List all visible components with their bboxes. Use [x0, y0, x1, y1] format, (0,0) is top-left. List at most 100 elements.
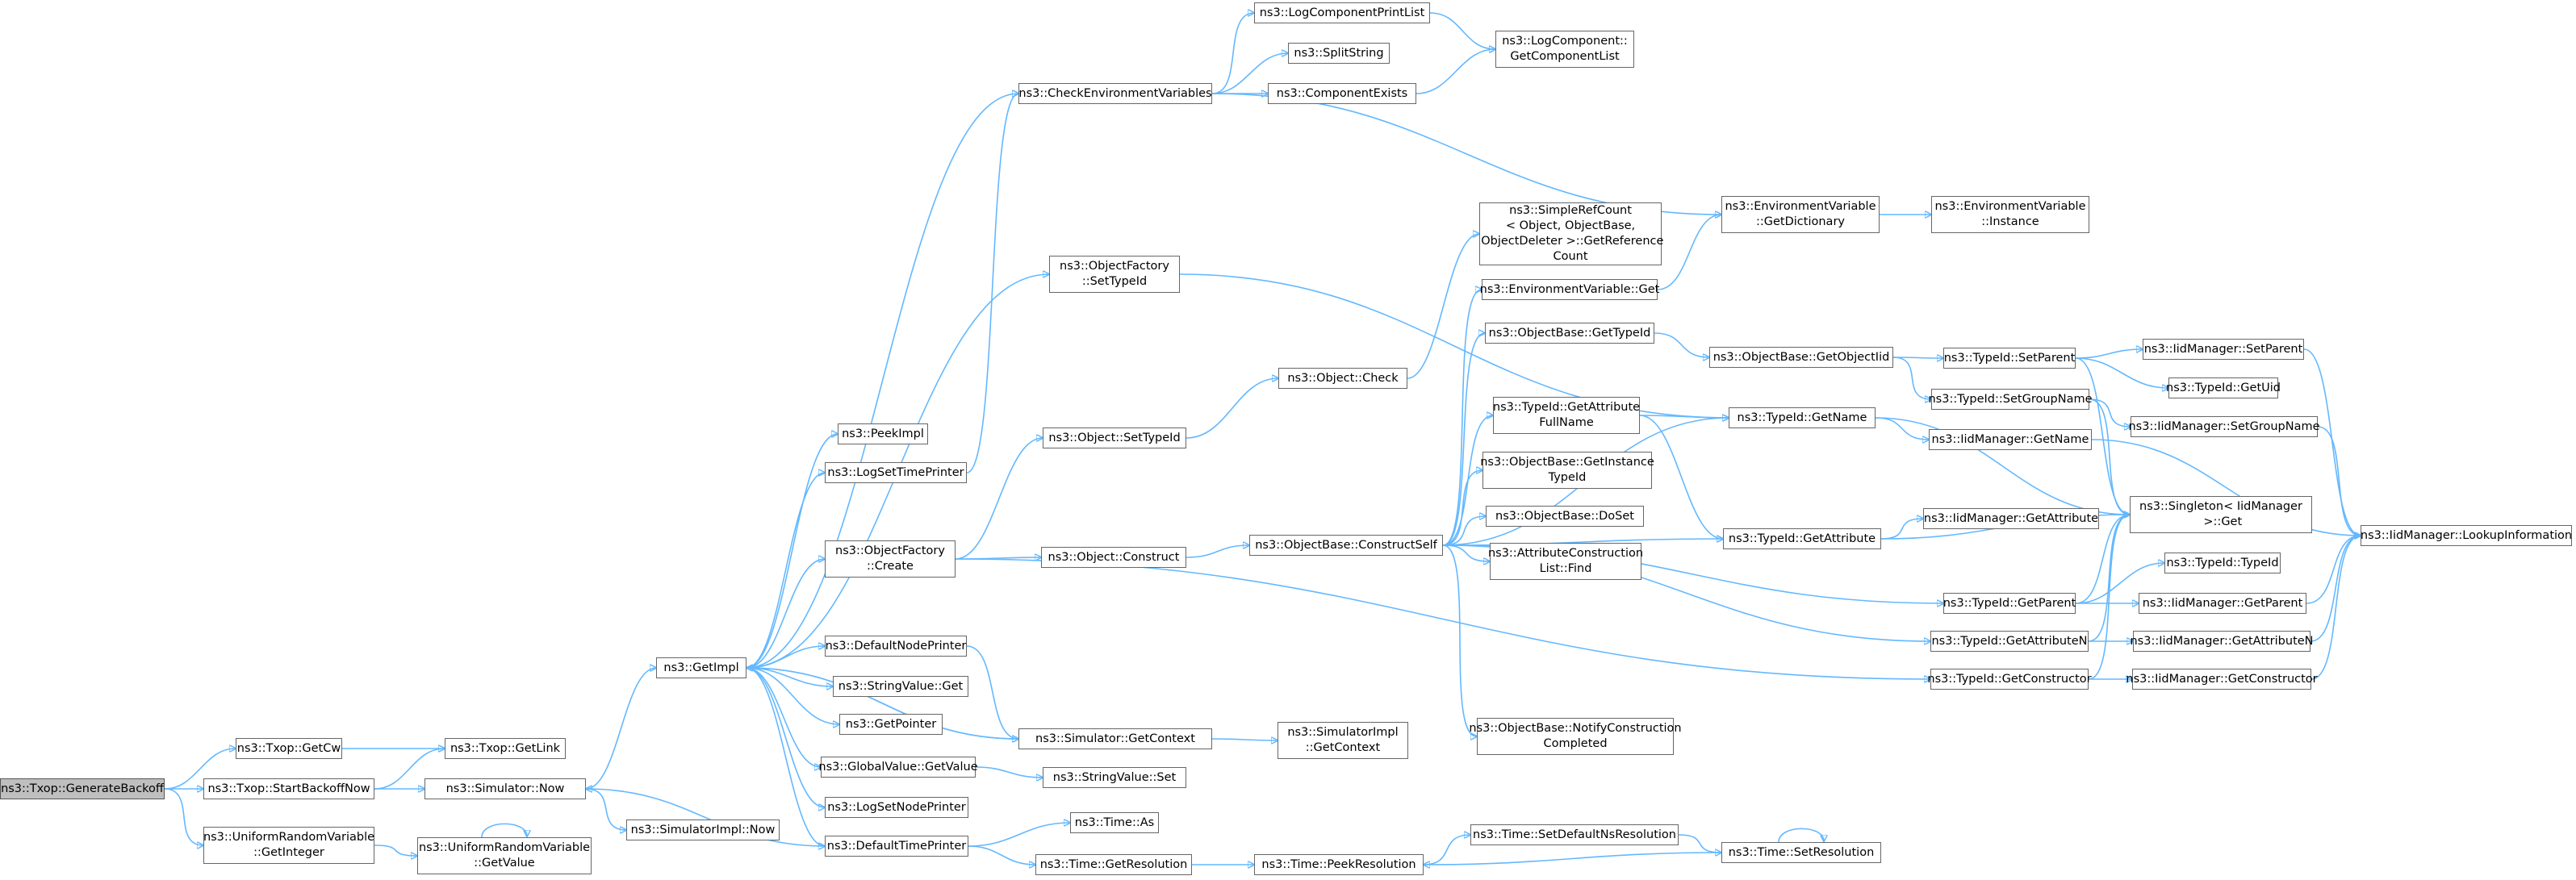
node-objectbase-do-set[interactable]: ns3::ObjectBase::DoSet: [1486, 506, 1644, 527]
node-iid-get-constructor[interactable]: ns3::IidManager::GetConstructor: [2126, 669, 2318, 690]
node-type-id-set-parent[interactable]: ns3::TypeId::SetParent: [1943, 348, 2076, 369]
node-simulatorimpl-now[interactable]: ns3::SimulatorImpl::Now: [626, 820, 780, 840]
node-default-node-printer[interactable]: ns3::DefaultNodePrinter: [825, 636, 967, 657]
node-type-id-get-name[interactable]: ns3::TypeId::GetName: [1729, 407, 1876, 428]
edge-log-component-print-list-to-log-component-get-list: [1429, 12, 1495, 49]
edge-objectbase-get-object-iid-to-type-id-set-group-name: [1892, 357, 1931, 399]
node-log-set-time-printer[interactable]: ns3::LogSetTimePrinter: [825, 462, 967, 483]
node-type-id-type-id[interactable]: ns3::TypeId::TypeId: [2164, 553, 2281, 573]
edge-construct-self-to-attribute-construction-list-find: [1442, 544, 1490, 561]
edge-generate-backoff-to-urv-get-integer: [164, 788, 203, 845]
node-object-check[interactable]: ns3::Object::Check: [1278, 368, 1407, 389]
node-type-id-get-constructor[interactable]: ns3::TypeId::GetConstructor: [1927, 669, 2092, 690]
node-simulator-get-context[interactable]: ns3::Simulator::GetContext: [1018, 728, 1212, 749]
node-iid-get-attribute[interactable]: ns3::IidManager::GetAttribute: [1923, 508, 2099, 529]
node-type-id-get-parent[interactable]: ns3::TypeId::GetParent: [1943, 593, 2076, 614]
node-global-value-get-value[interactable]: ns3::GlobalValue::GetValue: [818, 757, 978, 778]
edge-get-impl-to-log-set-node-printer: [746, 667, 825, 807]
node-time-set-default-ns-resolution[interactable]: ns3::Time::SetDefaultNsResolution: [1470, 824, 1679, 845]
node-simulatorimpl-get-context[interactable]: ns3::SimulatorImpl ::GetContext: [1278, 722, 1408, 759]
edge-simulator-now-to-get-impl: [585, 668, 656, 790]
node-env-var-get[interactable]: ns3::EnvironmentVariable::Get: [1480, 279, 1659, 300]
edge-time-peek-resolution-to-time-set-default-ns-resolution: [1423, 835, 1470, 865]
node-log-set-node-printer[interactable]: ns3::LogSetNodePrinter: [825, 797, 968, 818]
node-time-get-resolution[interactable]: ns3::Time::GetResolution: [1035, 854, 1192, 875]
edge-type-id-get-attribute-full-name-to-type-id-get-attribute: [1639, 415, 1723, 539]
node-type-id-get-attribute-full-name[interactable]: ns3::TypeId::GetAttribute FullName: [1493, 397, 1640, 434]
node-attribute-construction-list-find[interactable]: ns3::AttributeConstruction List::Find: [1488, 543, 1643, 580]
node-type-id-get-attribute[interactable]: ns3::TypeId::GetAttribute: [1723, 528, 1881, 549]
node-iid-set-parent[interactable]: ns3::IidManager::SetParent: [2143, 339, 2304, 360]
node-notify-construction-completed[interactable]: ns3::ObjectBase::NotifyConstruction Comp…: [1469, 718, 1682, 755]
node-urv-get-value[interactable]: ns3::UniformRandomVariable ::GetValue: [417, 837, 592, 874]
edge-object-factory-create-to-object-set-type-id: [955, 438, 1043, 560]
edge-iid-set-parent-to-iid-lookup-information: [2303, 348, 2361, 536]
node-iid-get-attribute-n[interactable]: ns3::IidManager::GetAttributeN: [2130, 631, 2314, 652]
node-singleton-get[interactable]: ns3::Singleton< IidManager >::Get: [2130, 496, 2312, 533]
node-object-set-type-id[interactable]: ns3::Object::SetTypeId: [1043, 427, 1186, 448]
node-env-var-instance[interactable]: ns3::EnvironmentVariable ::Instance: [1931, 196, 2089, 233]
node-iid-set-group-name[interactable]: ns3::IidManager::SetGroupName: [2128, 416, 2320, 437]
edge-iid-get-name-to-iid-lookup-information: [2091, 439, 2361, 536]
edge-get-impl-to-global-value-get-value: [746, 667, 821, 767]
node-simulator-now[interactable]: ns3::Simulator::Now: [424, 778, 586, 799]
edge-type-id-set-group-name-to-singleton-get: [2089, 398, 2130, 515]
node-string-value-set[interactable]: ns3::StringValue::Set: [1043, 767, 1186, 788]
node-start-backoff-now[interactable]: ns3::Txop::StartBackoffNow: [203, 778, 374, 799]
node-object-factory-set-type-id[interactable]: ns3::ObjectFactory ::SetTypeId: [1049, 256, 1180, 293]
edge-time-set-resolution-to-time-peek-resolution: [1424, 852, 1722, 865]
edge-object-check-to-simple-ref-count: [1407, 234, 1479, 379]
node-get-link[interactable]: ns3::Txop::GetLink: [445, 738, 566, 759]
node-string-value-get[interactable]: ns3::StringValue::Get: [833, 676, 968, 697]
node-iid-get-name[interactable]: ns3::IidManager::GetName: [1929, 429, 2092, 450]
edge-start-backoff-now-to-get-link: [374, 749, 445, 790]
edge-type-id-get-constructor-to-singleton-get: [2088, 515, 2130, 680]
edge-type-id-get-attribute-n-to-singleton-get: [2088, 515, 2130, 642]
edge-default-node-printer-to-simulator-get-context: [966, 645, 1018, 739]
node-objectbase-get-type-id[interactable]: ns3::ObjectBase::GetTypeId: [1485, 323, 1654, 344]
node-iid-get-parent[interactable]: ns3::IidManager::GetParent: [2139, 593, 2306, 614]
node-urv-get-integer[interactable]: ns3::UniformRandomVariable ::GetInteger: [203, 827, 374, 864]
node-construct-self[interactable]: ns3::ObjectBase::ConstructSelf: [1249, 535, 1443, 556]
node-split-string[interactable]: ns3::SplitString: [1288, 43, 1390, 64]
edge-log-set-time-printer-to-check-env-vars: [966, 94, 1018, 473]
node-iid-lookup-information[interactable]: ns3::IidManager::LookupInformation: [2361, 525, 2572, 546]
node-objectbase-get-object-iid[interactable]: ns3::ObjectBase::GetObjectIid: [1709, 347, 1893, 368]
edge-global-value-get-value-to-string-value-set: [975, 766, 1043, 778]
edge-simulator-get-context-to-get-impl: [746, 668, 1019, 740]
edge-object-factory-create-to-type-id-get-constructor: [955, 558, 1930, 679]
node-time-set-resolution[interactable]: ns3::Time::SetResolution: [1721, 842, 1881, 863]
node-simple-ref-count[interactable]: ns3::SimpleRefCount < Object, ObjectBase…: [1479, 202, 1663, 265]
edge-urv-get-value-to-urv-get-value: [481, 823, 527, 838]
node-type-id-get-uid[interactable]: ns3::TypeId::GetUid: [2166, 377, 2281, 398]
edge-get-impl-to-get-pointer: [746, 667, 839, 724]
node-time-peek-resolution[interactable]: ns3::Time::PeekResolution: [1254, 854, 1424, 875]
node-peek-impl[interactable]: ns3::PeekImpl: [838, 423, 928, 444]
node-log-component-get-list[interactable]: ns3::LogComponent:: GetComponentList: [1495, 31, 1634, 68]
node-get-cw[interactable]: ns3::Txop::GetCw: [236, 738, 342, 759]
edge-component-exists-to-log-component-get-list: [1416, 49, 1495, 94]
edge-iid-set-group-name-to-iid-lookup-information: [2317, 426, 2361, 536]
node-env-var-get-dictionary[interactable]: ns3::EnvironmentVariable ::GetDictionary: [1721, 196, 1880, 233]
node-get-impl[interactable]: ns3::GetImpl: [656, 657, 746, 678]
node-get-pointer[interactable]: ns3::GetPointer: [839, 714, 943, 735]
node-log-component-print-list[interactable]: ns3::LogComponentPrintList: [1254, 2, 1430, 23]
edge-default-time-printer-to-simulator-now: [586, 789, 826, 847]
edge-construct-self-to-env-var-get: [1442, 290, 1482, 546]
node-type-id-set-group-name[interactable]: ns3::TypeId::SetGroupName: [1928, 389, 2093, 410]
edge-objectbase-get-object-iid-to-type-id-set-parent: [1892, 357, 1943, 358]
node-component-exists[interactable]: ns3::ComponentExists: [1268, 83, 1416, 104]
node-type-id-get-attribute-n[interactable]: ns3::TypeId::GetAttributeN: [1930, 631, 2089, 652]
edge-get-impl-to-default-node-printer: [746, 646, 825, 669]
node-default-time-printer[interactable]: ns3::DefaultTimePrinter: [825, 836, 968, 857]
edge-object-construct-to-construct-self: [1186, 545, 1249, 558]
edge-iid-get-attribute-n-to-iid-lookup-information: [2310, 536, 2361, 642]
edge-time-set-default-ns-resolution-to-time-set-resolution: [1678, 834, 1721, 853]
node-object-construct[interactable]: ns3::Object::Construct: [1041, 547, 1186, 568]
edge-get-impl-to-default-time-printer: [746, 667, 825, 846]
node-check-env-vars[interactable]: ns3::CheckEnvironmentVariables: [1018, 83, 1212, 104]
node-time-as[interactable]: ns3::Time::As: [1070, 812, 1159, 833]
node-objectbase-get-instance-type-id[interactable]: ns3::ObjectBase::GetInstance TypeId: [1480, 452, 1654, 489]
edge-generate-backoff-to-get-cw: [164, 749, 236, 790]
node-object-factory-create[interactable]: ns3::ObjectFactory ::Create: [825, 540, 956, 578]
